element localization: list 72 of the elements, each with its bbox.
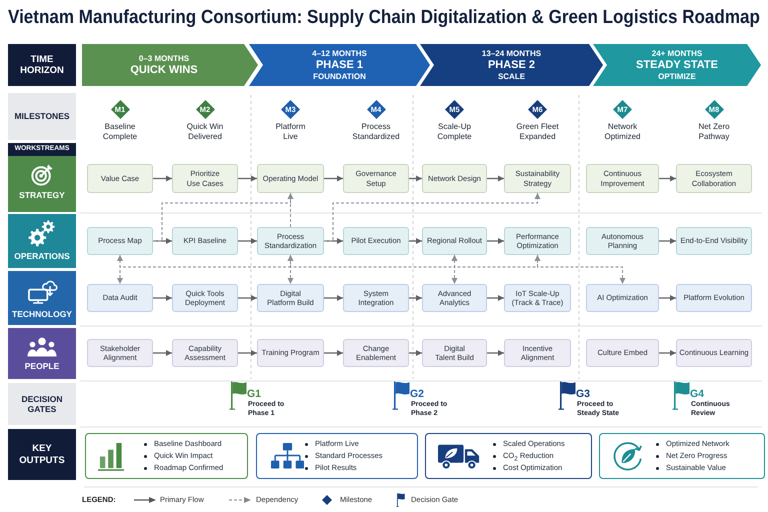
- workstream-panel: [8, 156, 76, 212]
- arrow: [487, 176, 504, 182]
- row-header: TIME HORIZON: [8, 44, 76, 86]
- output-card: [256, 433, 418, 479]
- row-header: KEY OUTPUTS: [8, 429, 76, 480]
- arrow: [324, 295, 343, 301]
- arrow: [409, 295, 422, 301]
- arrow: [487, 295, 504, 301]
- phase-subtitle: SCALE: [498, 72, 526, 82]
- gate-id: G1: [247, 388, 262, 400]
- dashed-arrow: [452, 254, 540, 268]
- phase-banner: [82, 44, 258, 86]
- arrow: [487, 238, 504, 244]
- arrow: [487, 350, 504, 356]
- arrow: [324, 176, 343, 182]
- workstream-label: TECHNOLOGY: [12, 309, 72, 320]
- dashed-arrow: [152, 192, 294, 242]
- phase-duration: 0–3 MONTHS: [138, 54, 190, 64]
- dashed-arrow: [324, 192, 540, 242]
- milestone-label: Green Fleet Expanded: [516, 122, 560, 142]
- arrow: [153, 295, 172, 301]
- phase-duration: 24+ MONTHS: [652, 48, 702, 58]
- milestone-label: Network Optimized: [604, 122, 642, 142]
- workstream-panel: [8, 214, 76, 268]
- phase-banner: [249, 44, 430, 86]
- arrow: [238, 176, 257, 182]
- gate-id: G4: [690, 388, 704, 400]
- dashed-arrow: [534, 254, 626, 284]
- phase-subtitle: OPTIMIZE: [658, 72, 696, 82]
- arrow: [409, 176, 422, 182]
- workstream-label: PEOPLE: [24, 361, 60, 372]
- milestone-label: Net Zero Pathway: [698, 122, 730, 142]
- phase-banner: [593, 44, 761, 86]
- workstream-label: STRATEGY: [19, 190, 65, 201]
- workstream-panel: [8, 271, 76, 325]
- workstream-panel: [8, 328, 76, 379]
- dashed-arrow: [288, 192, 294, 228]
- milestone-label: Platform Live: [275, 122, 306, 142]
- arrow: [409, 238, 422, 244]
- phase-subtitle: FOUNDATION: [313, 72, 366, 82]
- arrow: [659, 238, 676, 244]
- phase-banner: [420, 44, 603, 86]
- row-header: DECISION GATES: [8, 383, 76, 425]
- title: Vietnam Manufacturing Consortium: Supply Chain Digitalization & Green Logistics Roadmap: [8, 6, 760, 30]
- arrow: [238, 238, 257, 244]
- phase-title: PHASE 1: [316, 58, 364, 72]
- output-card: [85, 433, 248, 479]
- milestone-label: Scale-Up Complete: [436, 122, 472, 142]
- phase-title: QUICK WINS: [130, 64, 198, 76]
- output-card: [425, 433, 592, 479]
- phase-duration: 4–12 MONTHS: [312, 48, 367, 58]
- gate-id: G2: [410, 388, 424, 400]
- milestone-label: Process Standardized: [352, 122, 400, 142]
- phase-title: STEADY STATE: [636, 58, 718, 72]
- arrow: [659, 295, 676, 301]
- arrow: [324, 350, 343, 356]
- phase-title: PHASE 2: [488, 58, 536, 72]
- arrow: [153, 176, 172, 182]
- arrow: [153, 350, 172, 356]
- arrow: [238, 350, 257, 356]
- gate-id: G3: [576, 388, 590, 400]
- output-card: [599, 433, 765, 479]
- row-header: MILESTONES: [8, 93, 76, 140]
- arrow: [409, 350, 422, 356]
- arrow: [238, 295, 257, 301]
- phase-duration: 13–24 MONTHS: [482, 48, 542, 58]
- dashed-arrow: [117, 254, 294, 268]
- milestone-label: Quick Win Delivered: [186, 122, 224, 142]
- arrow: [659, 350, 676, 356]
- milestone-label: Baseline Complete: [102, 122, 138, 142]
- workstream-label: OPERATIONS: [14, 251, 70, 262]
- arrow: [659, 176, 676, 182]
